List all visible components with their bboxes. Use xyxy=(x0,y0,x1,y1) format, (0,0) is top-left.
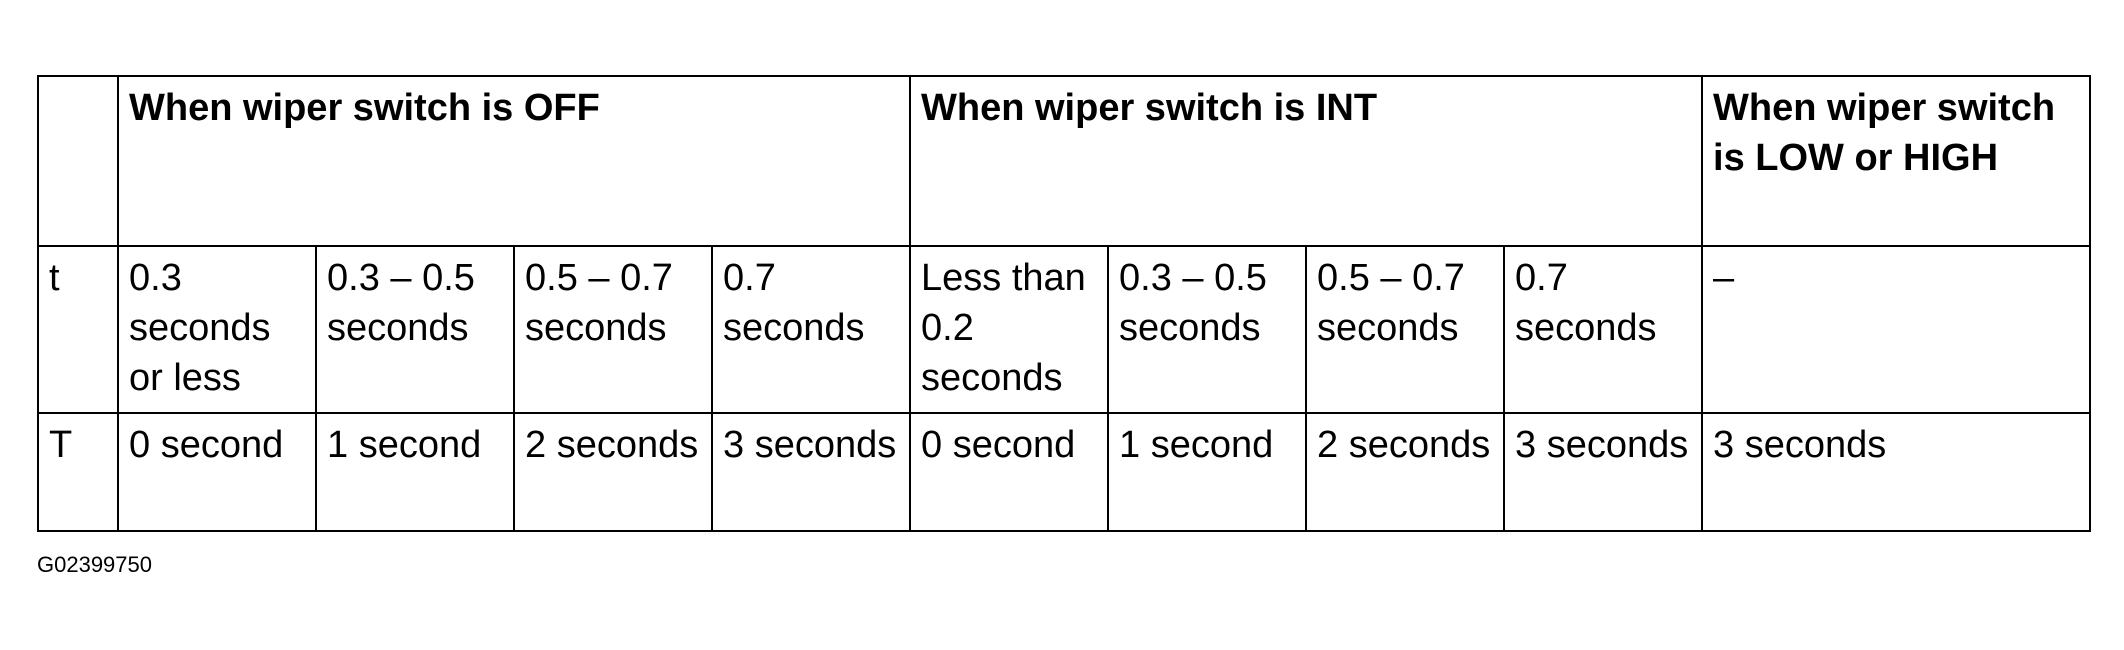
cell-T-int-3: 2 seconds xyxy=(1305,412,1506,532)
header-switch-low-high: When wiper switch is LOW or HIGH xyxy=(1701,75,2092,247)
cell-t-low-high: – xyxy=(1701,245,2092,414)
cell-T-int-2: 1 second xyxy=(1107,412,1308,532)
header-row: When wiper switch is OFF When wiper swit… xyxy=(37,75,2092,247)
cell-T-off-3: 2 seconds xyxy=(513,412,713,532)
cell-T-int-1: 0 second xyxy=(909,412,1110,532)
cell-T-int-4: 3 seconds xyxy=(1503,412,1704,532)
table-row-t: t 0.3 seconds or less 0.3 – 0.5 seconds … xyxy=(37,245,2092,414)
cell-t-int-2: 0.3 – 0.5 seconds xyxy=(1107,245,1308,414)
cell-t-int-3: 0.5 – 0.7 seconds xyxy=(1305,245,1506,414)
cell-T-off-2: 1 second xyxy=(315,412,515,532)
cell-T-low-high: 3 seconds xyxy=(1701,412,2092,532)
cell-t-off-1: 0.3 seconds or less xyxy=(117,245,317,414)
figure-id: G02399750 xyxy=(37,552,152,577)
cell-T-off-1: 0 second xyxy=(117,412,317,532)
cell-t-int-1: Less than 0.2 seconds xyxy=(909,245,1110,414)
corner-cell xyxy=(37,75,119,247)
cell-t-off-3: 0.5 – 0.7 seconds xyxy=(513,245,713,414)
row-label-t: t xyxy=(37,245,119,414)
header-switch-off: When wiper switch is OFF xyxy=(116,75,912,247)
wiper-timing-table: When wiper switch is OFF When wiper swit… xyxy=(37,75,2092,532)
row-label-T: T xyxy=(37,412,119,532)
header-switch-int: When wiper switch is INT xyxy=(909,75,1704,247)
cell-t-int-4: 0.7 seconds xyxy=(1503,245,1704,414)
cell-t-off-2: 0.3 – 0.5 seconds xyxy=(315,245,515,414)
cell-T-off-4: 3 seconds xyxy=(710,412,912,532)
table-row-T: T 0 second 1 second 2 seconds 3 seconds … xyxy=(37,412,2092,532)
cell-t-off-4: 0.7 seconds xyxy=(710,245,912,414)
